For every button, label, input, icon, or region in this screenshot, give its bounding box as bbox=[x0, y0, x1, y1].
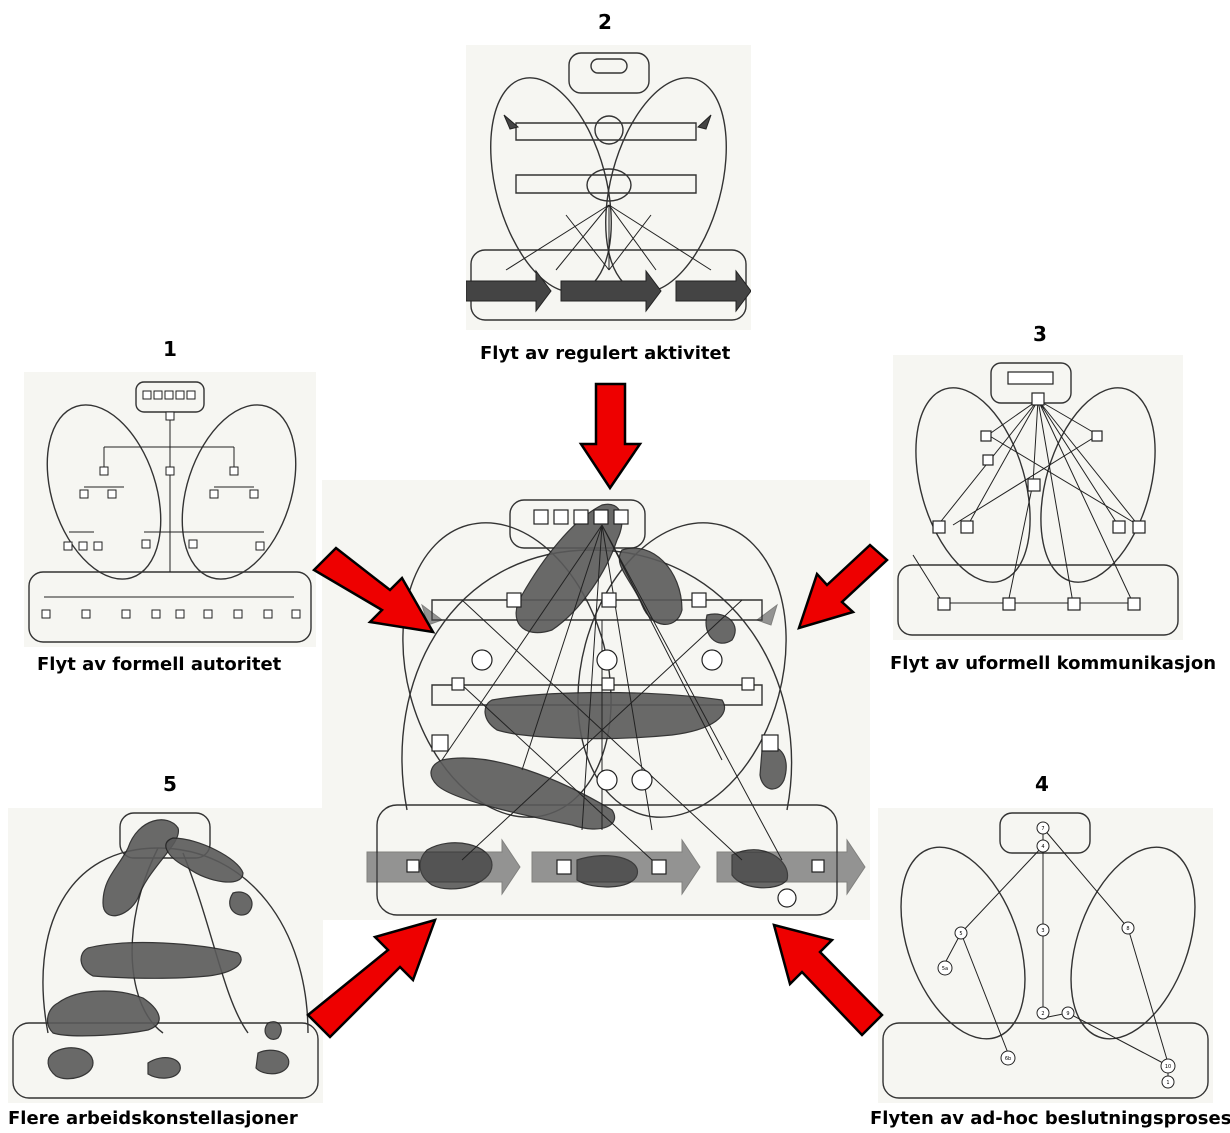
red-arrow-left-icon bbox=[308, 540, 438, 640]
diagram-regulated-activity bbox=[466, 45, 751, 330]
diagram-adhoc-decision: 7 4 5 5a 3 6b 2 9 8 10 1 bbox=[878, 808, 1213, 1103]
node-label-1: 1 bbox=[1166, 1080, 1169, 1086]
caption-regulated-activity: Flyt av regulert aktivitet bbox=[480, 343, 730, 364]
red-arrow-bottom-right-icon bbox=[770, 920, 890, 1040]
diagram-work-constellations bbox=[8, 808, 323, 1103]
node-label-10: 10 bbox=[1165, 1064, 1171, 1070]
node-label-4: 4 bbox=[1041, 844, 1044, 850]
panel-number-3: 3 bbox=[1033, 322, 1047, 346]
red-arrow-right-icon bbox=[795, 540, 895, 640]
red-arrow-top-icon bbox=[578, 382, 643, 492]
caption-adhoc-decision: Flyten av ad-hoc beslutningsprosess bbox=[870, 1108, 1230, 1129]
node-label-5a: 5a bbox=[942, 966, 948, 972]
panel-number-2: 2 bbox=[598, 10, 612, 34]
node-label-7: 7 bbox=[1041, 826, 1044, 832]
red-arrow-bottom-left-icon bbox=[300, 915, 440, 1045]
caption-work-constellations: Flere arbeidskonstellasjoner bbox=[8, 1108, 298, 1129]
caption-informal-communication: Flyt av uformell kommunikasjon bbox=[890, 653, 1216, 674]
diagram-formal-authority bbox=[24, 372, 316, 647]
node-label-5: 5 bbox=[959, 931, 962, 937]
node-label-6b: 6b bbox=[1005, 1056, 1011, 1062]
diagram-informal-communication bbox=[893, 355, 1183, 640]
panel-number-1: 1 bbox=[163, 337, 177, 361]
node-label-9: 9 bbox=[1066, 1011, 1069, 1017]
node-label-3: 3 bbox=[1041, 928, 1044, 934]
node-label-2: 2 bbox=[1041, 1011, 1044, 1017]
panel-number-4: 4 bbox=[1035, 772, 1049, 796]
node-label-8: 8 bbox=[1126, 926, 1129, 932]
panel-number-5: 5 bbox=[163, 772, 177, 796]
caption-formal-authority: Flyt av formell autoritet bbox=[37, 654, 281, 675]
